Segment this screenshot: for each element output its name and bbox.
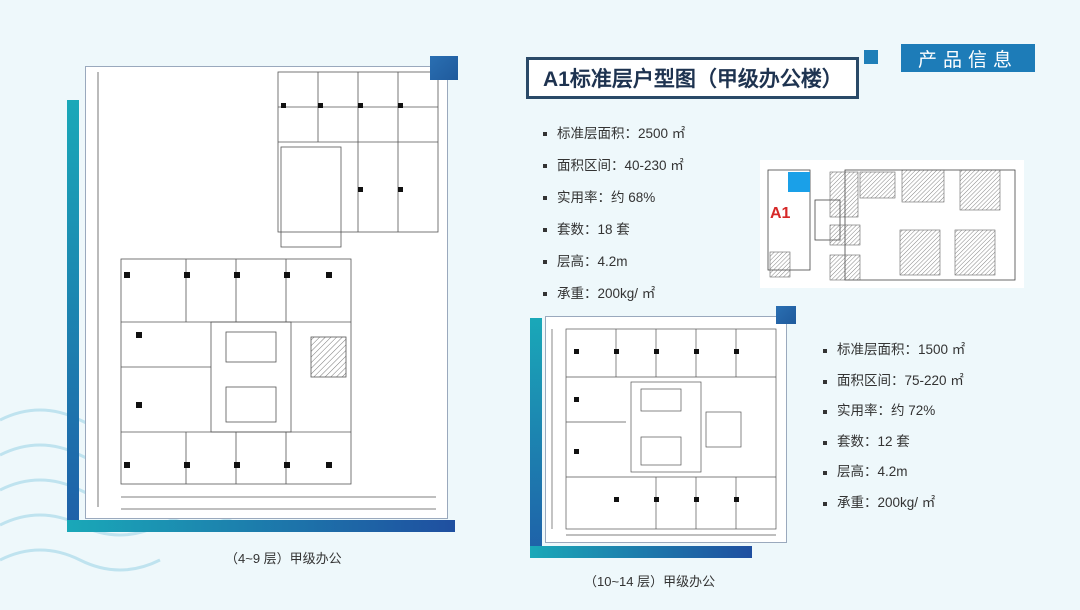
site-key-map: A1 [760, 160, 1024, 288]
plan-shadow-left-bottom [67, 520, 455, 532]
site-key-map-drawing: A1 [767, 169, 1016, 281]
spec-item: 承重：200kg/ ㎡ [543, 278, 685, 310]
caption-4-9: （4~9 层）甲级办公 [225, 551, 342, 566]
spec-item: 层高：4.2m [823, 457, 965, 488]
a1-label: A1 [770, 205, 791, 222]
plan-shadow-right [530, 318, 542, 558]
spec-item: 套数：18 套 [543, 214, 685, 246]
floor-plan-10-14 [545, 316, 787, 543]
title-accent-square [864, 50, 878, 64]
spec-item: 承重：200kg/ ㎡ [823, 488, 965, 519]
product-info-badge: 产品信息 [901, 44, 1035, 72]
spec-item: 套数：12 套 [823, 427, 965, 458]
spec-list-4-9: 标准层面积：2500 ㎡ 面积区间：40-230 ㎡ 实用率：约 68% 套数：… [543, 118, 685, 310]
spec-item: 标准层面积：2500 ㎡ [543, 118, 685, 150]
spec-item: 实用率：约 68% [543, 182, 685, 214]
floor-plan-10-14-drawing [551, 328, 777, 536]
plan-shadow-left [67, 100, 79, 532]
spec-list-10-14: 标准层面积：1500 ㎡ 面积区间：75-220 ㎡ 实用率：约 72% 套数：… [823, 335, 965, 518]
spec-item: 标准层面积：1500 ㎡ [823, 335, 965, 366]
floor-plan-4-9 [85, 66, 448, 519]
plan-corner-accent-left [430, 56, 458, 80]
plan-corner-accent-right [776, 306, 796, 324]
plan-shadow-right-bottom [530, 546, 752, 558]
spec-item: 面积区间：40-230 ㎡ [543, 150, 685, 182]
page-title: A1标准层户型图（甲级办公楼） [526, 57, 859, 99]
a1-highlight [788, 172, 810, 192]
spec-item: 层高：4.2m [543, 246, 685, 278]
spec-item: 面积区间：75-220 ㎡ [823, 366, 965, 397]
floor-plan-4-9-drawing [97, 71, 439, 510]
caption-10-14: （10~14 层）甲级办公 [584, 574, 716, 589]
spec-item: 实用率：约 72% [823, 396, 965, 427]
